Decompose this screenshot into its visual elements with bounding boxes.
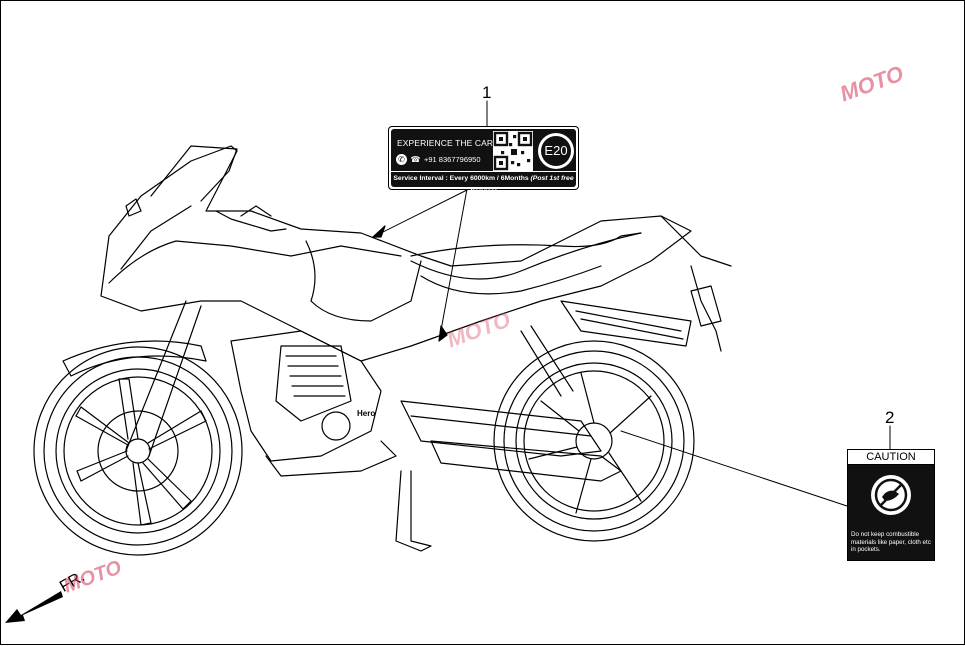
caution-warning-text: Do not keep combustible materials like p… (851, 531, 931, 553)
qr-code-icon (493, 131, 533, 171)
callout-number-1: 1 (482, 83, 492, 102)
sticker-header: EXPERIENCE THE CARE (397, 138, 499, 148)
caution-sticker: CAUTION Do not keep combustible material… (847, 449, 935, 561)
phone-icon: ☎ (410, 155, 421, 164)
caution-header: CAUTION (848, 450, 934, 465)
leader-line-1b (438, 188, 468, 342)
no-flammables-icon (871, 475, 911, 515)
whatsapp-icon: ✆ (396, 154, 407, 165)
engine-brand-logo: Hero (357, 409, 376, 418)
sticker-phone-number: +91 8367796950 (424, 155, 481, 164)
front-direction-arrow (5, 591, 63, 623)
sticker-phone-line: ✆ ☎ +91 8367796950 (396, 154, 481, 165)
sticker-footer: Service Interval : Every 6000km / 6Month… (391, 171, 576, 195)
leader-line-1 (372, 100, 488, 238)
callout-number-2: 2 (885, 408, 895, 427)
service-interval-sticker: EXPERIENCE THE CARE ✆ ☎ +91 8367796950 E… (388, 126, 579, 195)
front-wheel (33, 346, 243, 556)
rear-wheel (493, 340, 695, 542)
engine (230, 330, 382, 462)
leader-line-2 (620, 425, 891, 507)
e20-fuel-badge: E20 (538, 133, 574, 169)
